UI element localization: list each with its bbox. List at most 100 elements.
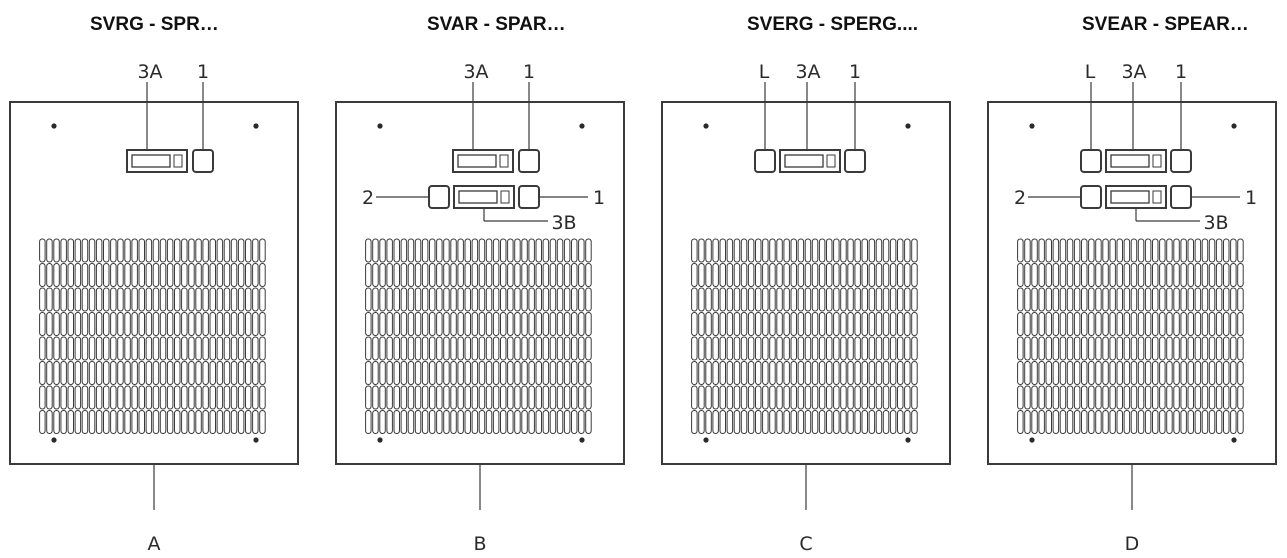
vent-slot [1187, 385, 1194, 410]
vent-slot [1201, 312, 1209, 336]
vent-slot [1031, 263, 1038, 287]
vent-slot [1017, 287, 1024, 312]
vent-slot [1052, 336, 1060, 361]
vent-slot [875, 263, 883, 287]
panel-frame [9, 101, 299, 465]
vent-slot [507, 336, 514, 361]
vent-slot [1038, 336, 1045, 361]
vent-slot [514, 410, 521, 434]
vent-slot [1038, 238, 1045, 263]
vent-slot [514, 361, 521, 385]
vent-slot [421, 238, 429, 263]
vent-slot [230, 410, 238, 434]
vent-slot [450, 410, 457, 434]
vent-slot [904, 238, 911, 263]
vent-slot [195, 385, 202, 410]
vent-slot [1031, 287, 1038, 312]
vent-slot [216, 287, 224, 312]
vent-slot [719, 312, 726, 336]
vent-slot [585, 312, 592, 336]
panel-letter-d: D [1125, 533, 1140, 555]
vent-slot [379, 312, 386, 336]
vent-slot [1166, 312, 1173, 336]
vent-slot [861, 238, 868, 263]
vent-slot [868, 361, 876, 385]
vent-slot [712, 312, 719, 336]
vent-slot [712, 287, 719, 312]
vent-slot [188, 263, 195, 287]
vent-slot [464, 312, 471, 336]
vent-slot [875, 312, 883, 336]
vent-slot [563, 410, 571, 434]
vent-slot [117, 336, 124, 361]
vent-slot [847, 238, 854, 263]
vent-slot [733, 410, 741, 434]
vent-slot [110, 361, 117, 385]
label-3a: 3A [795, 61, 820, 83]
vent-slot [195, 263, 202, 287]
vent-slot [691, 385, 698, 410]
vent-slot [88, 410, 96, 434]
vent-slot [152, 287, 160, 312]
vent-slot [1215, 287, 1223, 312]
screw-dot [1029, 123, 1035, 129]
vent-slot [1024, 287, 1031, 312]
vent-slot [138, 336, 145, 361]
vent-slot [804, 263, 812, 287]
vent-slot [1123, 361, 1131, 385]
vent-slot [726, 287, 734, 312]
vent-slot [443, 263, 450, 287]
vent-slot [769, 385, 776, 410]
vent-slot [691, 312, 698, 336]
vent-slot [138, 361, 145, 385]
vent-slot [1187, 312, 1194, 336]
vent-slot [245, 410, 252, 434]
vent-slot [1223, 361, 1230, 385]
vent-slot [521, 287, 528, 312]
vent-slot [1123, 263, 1131, 287]
vent-slot [571, 287, 578, 312]
panel-letter-a: A [148, 533, 161, 555]
vent-slot [1208, 238, 1216, 263]
vent-slot [386, 263, 393, 287]
vent-slot [1095, 238, 1102, 263]
vent-slot [1237, 385, 1244, 410]
vent-slot [485, 312, 493, 336]
screw-dot [51, 123, 57, 129]
vent-slot [386, 312, 393, 336]
vent-slot [1208, 410, 1216, 434]
vent-slot [1130, 361, 1138, 385]
controller-display-3a [126, 149, 188, 173]
vent-slot [1152, 336, 1159, 361]
vent-slot [159, 410, 167, 434]
vent-slot [1095, 263, 1102, 287]
vent-slot [1144, 361, 1152, 385]
vent-slot [1137, 361, 1145, 385]
vent-slot [528, 287, 535, 312]
label-1-side: 1 [1245, 187, 1257, 209]
vent-slot [578, 312, 585, 336]
vent-slot [776, 312, 783, 336]
vent-slot [811, 336, 819, 361]
vent-slot [797, 263, 805, 287]
vent-slot [500, 312, 507, 336]
vent-slot [904, 385, 911, 410]
vent-slot [407, 336, 415, 361]
vent-slot [471, 287, 479, 312]
vent-slot [726, 336, 734, 361]
vent-slot [719, 385, 726, 410]
vent-slot [464, 287, 471, 312]
vent-slot [1237, 238, 1244, 263]
vent-slot [528, 385, 535, 410]
vent-slot [514, 238, 521, 263]
vent-slot [776, 336, 783, 361]
vent-slot [1052, 238, 1060, 263]
screw-dot [253, 437, 259, 443]
vent-slot [103, 263, 110, 287]
vent-slot [733, 263, 741, 287]
vent-slot [1109, 410, 1116, 434]
vent-slot [747, 410, 755, 434]
vent-slot [861, 287, 868, 312]
vent-slot [138, 263, 145, 287]
vent-slot [868, 263, 876, 287]
